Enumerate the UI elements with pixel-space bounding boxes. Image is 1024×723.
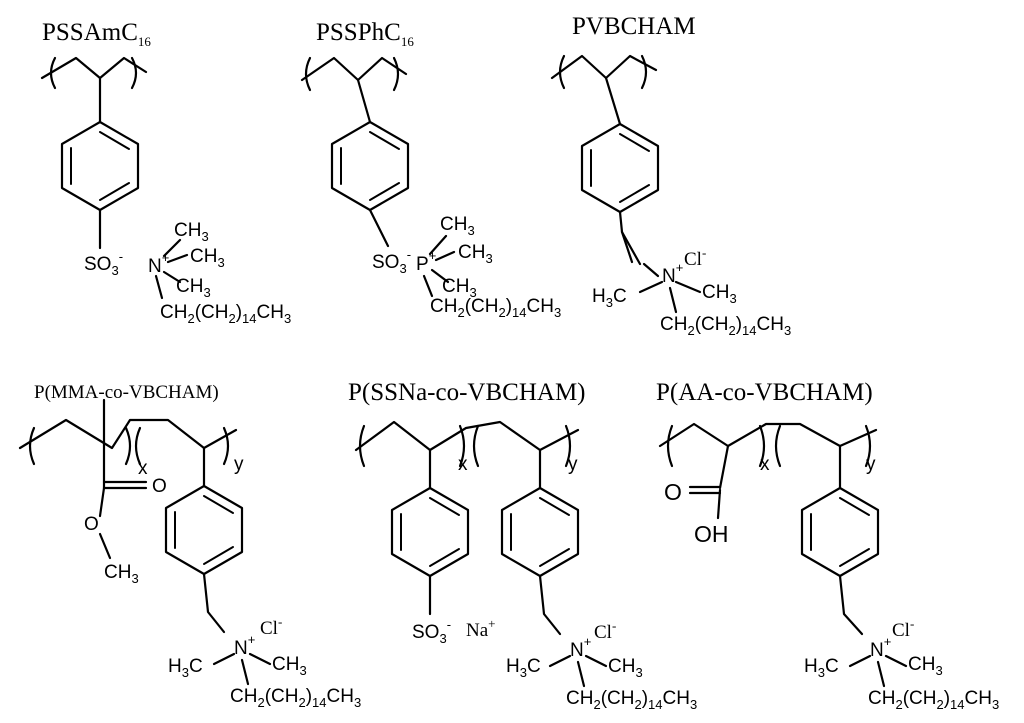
methyl-label: CH3 [702, 282, 737, 306]
structure-title: PSSAmC16 [42, 19, 151, 49]
backbone [658, 422, 878, 490]
structure-title: P(MMA-co-VBCHAM) [34, 382, 219, 403]
repeat-index-x: x [138, 458, 148, 479]
repeat-index-x: x [458, 454, 468, 475]
structure-p-ssna-co-vbcham: P(SSNa-co-VBCHAM) x y SO3- Na+ Cl- [348, 379, 697, 712]
repeat-index-x: x [760, 454, 770, 475]
chloride-label: Cl- [594, 618, 616, 643]
methyl-label: CH3 [272, 654, 307, 678]
structure-title: P(SSNa-co-VBCHAM) [348, 379, 586, 406]
chloride-label: Cl- [892, 616, 914, 641]
structure-title: PSSPhC16 [316, 19, 414, 49]
structure-pssphc16: PSSPhC16 SO3- P+ CH3 CH3 CH3 CH2(CH2)14C… [300, 19, 561, 320]
structure-p-aa-co-vbcham: P(AA-co-VBCHAM) x y O OH Cl- N+ [656, 379, 999, 712]
benzene-ring [800, 486, 880, 578]
hexadecyl-chain-label: CH2(CH2)14CH3 [230, 686, 361, 710]
methyl-label: H3C [506, 656, 541, 680]
benzene-ring [164, 484, 244, 576]
methyl-label: CH3 [176, 276, 211, 300]
benzene-ring [500, 486, 580, 578]
chloride-label: Cl- [684, 245, 706, 270]
backbone [300, 56, 408, 124]
benzene-ring [330, 120, 410, 212]
ammonium-label: N+ [870, 634, 891, 661]
carbonyl-oxygen-label: O [664, 479, 682, 505]
repeat-index-y: y [234, 454, 244, 475]
hydroxyl-label: OH [694, 521, 729, 547]
backbone [354, 420, 580, 490]
methyl-label: CH3 [190, 246, 225, 270]
ammonium-label: N+ [148, 250, 169, 277]
methyl-label: CH3 [442, 276, 477, 300]
sulfonate-label: SO3- [372, 247, 411, 276]
methyl-ester: O O CH3 [84, 476, 167, 586]
backbone [40, 56, 148, 124]
ammonium-label: N+ [570, 634, 591, 661]
structure-pvbcham: PVBCHAM Cl- N+ H3C CH3 CH2(CH2)14CH3 [550, 13, 791, 338]
carbonyl-oxygen-label: O [152, 476, 167, 497]
sodium-label: Na+ [466, 616, 496, 641]
sulfonate-label: SO3- [412, 617, 451, 646]
structure-p-mma-co-vbcham: P(MMA-co-VBCHAM) x y O O CH3 Cl- [18, 382, 361, 710]
ammonium-label: N+ [234, 632, 255, 659]
carboxylic-acid: O OH [664, 479, 729, 547]
benzene-ring [60, 120, 140, 212]
hexadecyl-chain-label: CH2(CH2)14CH3 [160, 302, 291, 326]
methyl-label: CH3 [608, 656, 643, 680]
structure-title: P(AA-co-VBCHAM) [656, 379, 873, 406]
hexadecyl-chain-label: CH2(CH2)14CH3 [868, 688, 999, 712]
sulfonate-label: SO3- [84, 249, 123, 278]
repeat-index-y: y [866, 454, 876, 475]
chloride-label: Cl- [260, 614, 282, 639]
backbone [550, 54, 658, 126]
structure-pssamc16: PSSAmC16 SO3- N+ CH3 CH3 CH3 CH2(CH2)14C… [40, 19, 291, 326]
methyl-label: CH3 [440, 214, 475, 238]
methyl-label: H3C [804, 656, 839, 680]
benzene-ring [580, 122, 660, 214]
methyl-label: CH3 [174, 220, 209, 244]
structure-title: PVBCHAM [572, 13, 696, 40]
hexadecyl-chain-label: CH2(CH2)14CH3 [660, 314, 791, 338]
hexadecyl-chain-label: CH2(CH2)14CH3 [430, 296, 561, 320]
methyl-label: CH3 [104, 562, 139, 586]
methyl-label: H3C [592, 286, 627, 310]
hexadecyl-chain-label: CH2(CH2)14CH3 [566, 688, 697, 712]
ammonium-label: N+ [662, 260, 683, 287]
ester-oxygen-label: O [84, 514, 99, 535]
methyl-label: CH3 [458, 242, 493, 266]
phosphonium-label: P+ [416, 248, 436, 275]
methyl-label: H3C [168, 656, 203, 680]
benzene-ring [390, 486, 470, 578]
repeat-index-y: y [568, 454, 578, 475]
methyl-label: CH3 [908, 654, 943, 678]
